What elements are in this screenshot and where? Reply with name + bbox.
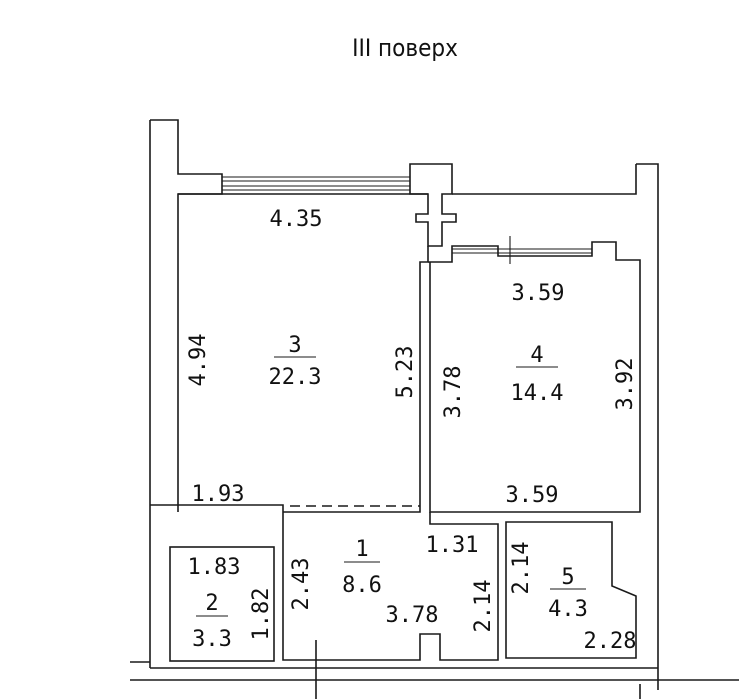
room-1-label: 1 8.6: [342, 537, 382, 598]
room-4-walls: [428, 241, 641, 513]
outer-wall-bottom: [130, 640, 739, 699]
dim-room4-left: 3.78: [441, 366, 466, 419]
dim-room3-top: 4.35: [270, 207, 323, 232]
room-2-label: 2 3.3: [192, 591, 232, 652]
dim-room2-right: 1.82: [249, 588, 274, 641]
room-3-walls: [178, 193, 429, 513]
room-number: 3: [288, 333, 301, 358]
dim-room3-right: 5.23: [393, 346, 418, 399]
dim-room5-left: 2.14: [509, 542, 534, 595]
dim-room1-bottom: 3.78: [386, 603, 439, 628]
dim-room3-bottom: 1.93: [192, 482, 245, 507]
room-number: 5: [561, 565, 574, 590]
room-number: 2: [205, 591, 218, 616]
room-number: 1: [355, 537, 368, 562]
room-5-label: 5 4.3: [548, 565, 588, 622]
room-1-walls: [150, 504, 499, 661]
room-3-label: 3 22.3: [269, 333, 322, 390]
dim-room4-top: 3.59: [512, 281, 565, 306]
dim-room4-bottom: 3.59: [506, 483, 559, 508]
dim-room1-right: 2.14: [471, 580, 496, 633]
room-area: 4.3: [548, 597, 588, 622]
room-5-walls: [505, 521, 637, 659]
room-area: 14.4: [511, 381, 564, 406]
dim-room1-top: 1.31: [426, 533, 479, 558]
dim-room2-top: 1.83: [188, 555, 241, 580]
window-room4: [452, 236, 592, 264]
room-4-label: 4 14.4: [511, 343, 564, 406]
window-room3: [222, 176, 410, 191]
outer-wall-left: [149, 119, 223, 668]
room-area: 3.3: [192, 627, 232, 652]
dim-room1-left: 2.43: [289, 558, 314, 611]
dim-room3-left: 4.94: [186, 334, 211, 387]
room-number: 4: [530, 343, 543, 368]
floor-title: III поверх: [352, 34, 458, 62]
room-area: 8.6: [342, 573, 382, 598]
dim-room5-bottom: 2.28: [584, 629, 637, 654]
room-2-walls: [169, 546, 275, 662]
room-area: 22.3: [269, 365, 322, 390]
balcony-top: [452, 163, 659, 690]
column-top: [409, 163, 457, 247]
dim-room4-right: 3.92: [613, 358, 638, 411]
